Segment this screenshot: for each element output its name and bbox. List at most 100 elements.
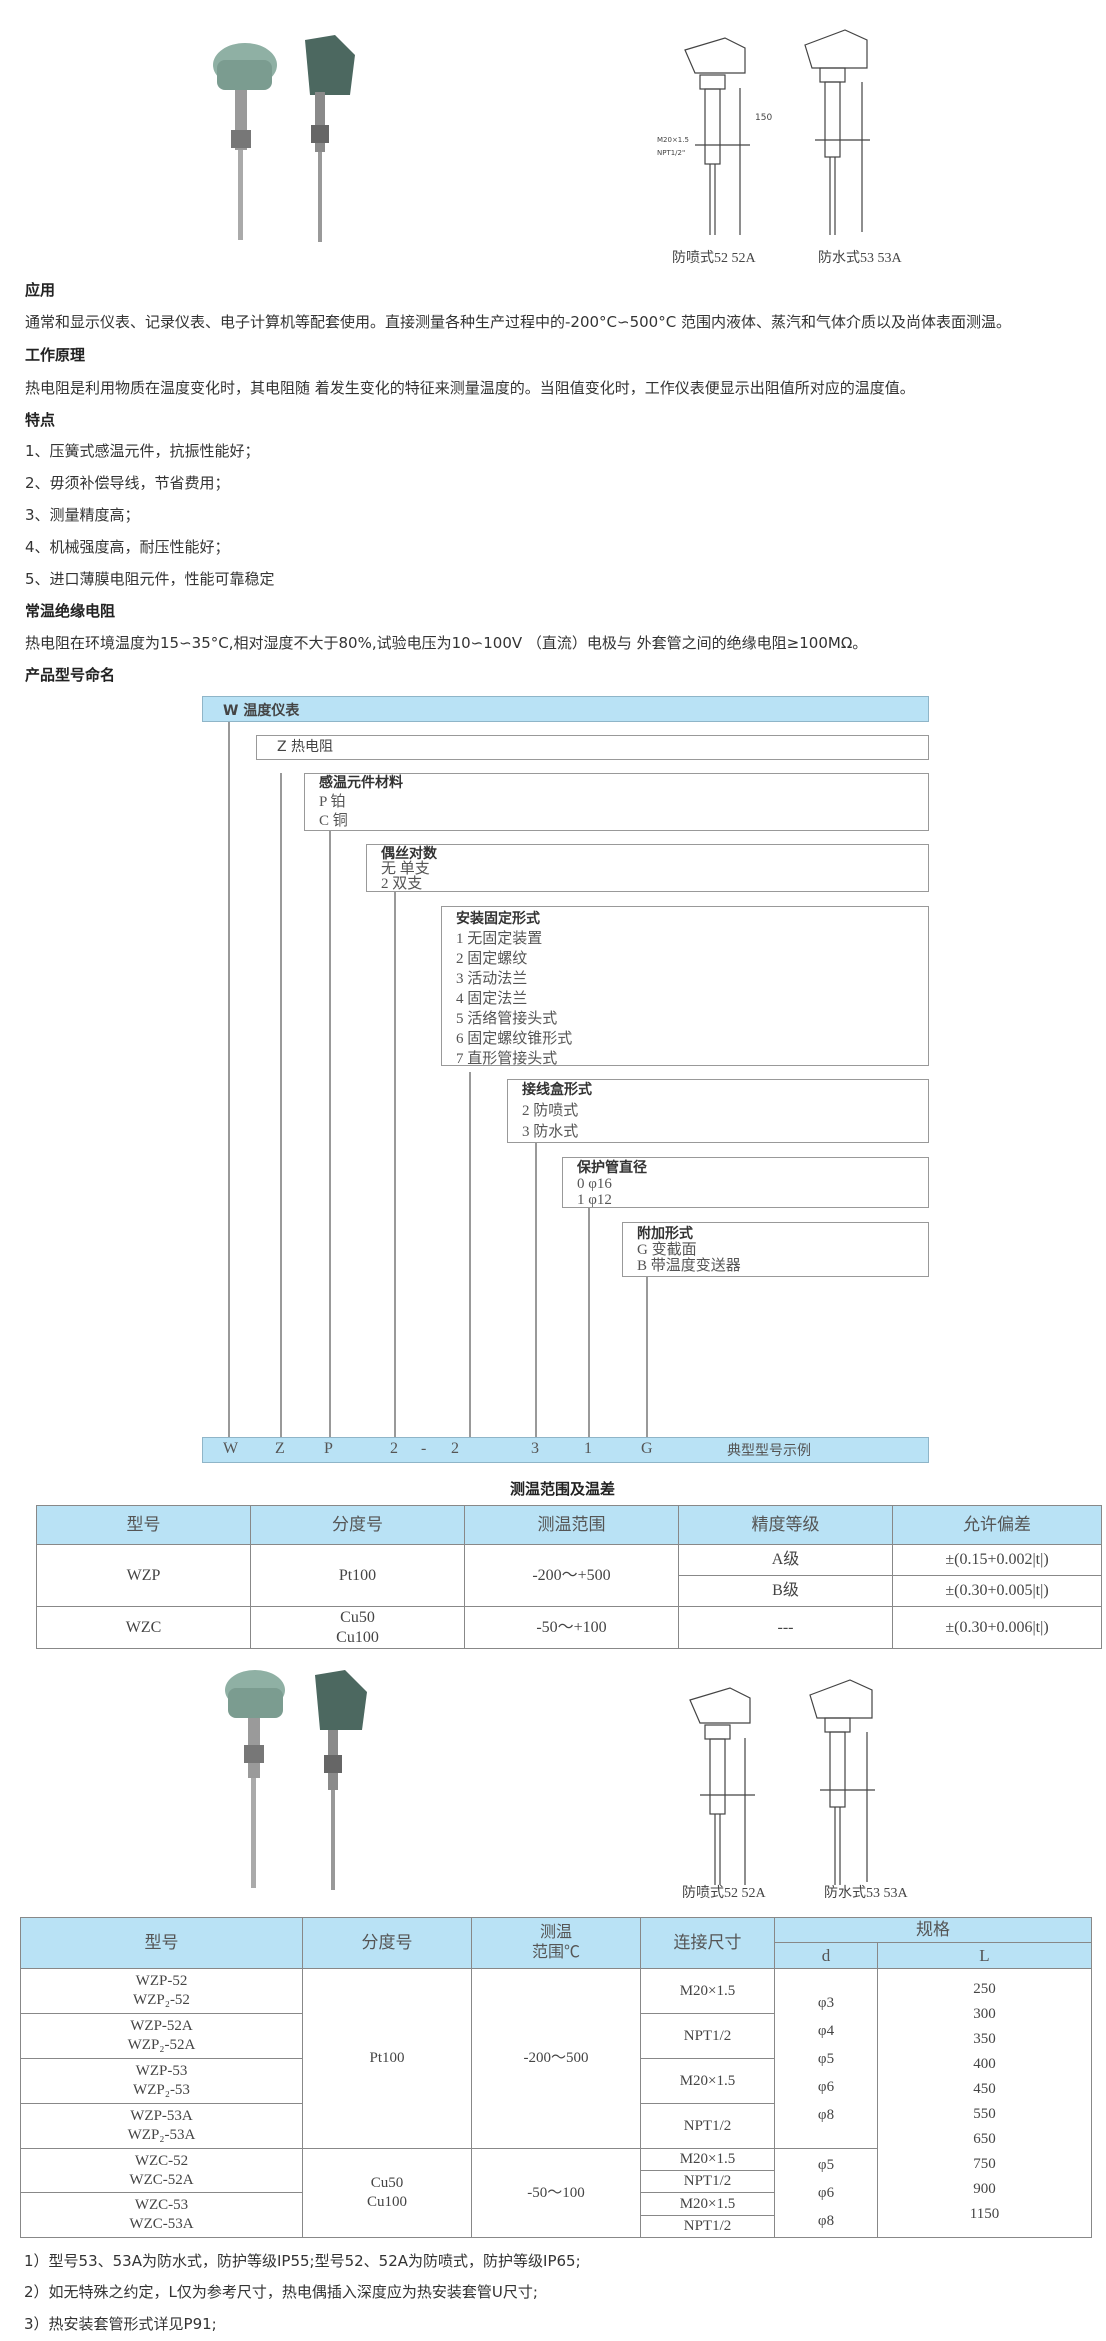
dim-150-label: 150 (755, 113, 772, 123)
d-value: φ8 (817, 2106, 835, 2123)
caption-spray-2: 防喷式52 52A (682, 1886, 766, 1901)
model: WZP₂-52A (127, 2037, 196, 2053)
L-value: 900 (973, 2181, 996, 2197)
feature-item: 4、机械强度高，耐压性能好； (25, 538, 230, 556)
d-value: φ5 (817, 2157, 835, 2173)
col-header: 连接尺寸 (640, 1917, 775, 1969)
model: WZP₂-52 (133, 1992, 190, 2008)
box-title: 感温元件材料 (319, 775, 403, 791)
connector-line (329, 831, 331, 1437)
box-item: G 变截面 (637, 1242, 697, 1258)
note-item: 3）热安装套管形式详见P91; (24, 2315, 217, 2333)
cell-tolerance: ±(0.30+0.005|t|) (892, 1575, 1102, 1607)
dim-thread-label: M20×1.5 (657, 136, 689, 144)
model: WZC-53 (134, 2197, 189, 2214)
d-value: φ6 (817, 2185, 835, 2201)
table1-title: 测温范围及温差 (510, 1480, 616, 1498)
cell-conn: M20×1.5 (640, 2192, 775, 2216)
col-header: 型号 (36, 1505, 251, 1545)
d-value: φ4 (817, 2022, 835, 2039)
cell-range: -50～+100 (464, 1606, 679, 1649)
example-code: 2 (390, 1440, 398, 1457)
box-title: 接线盒形式 (522, 1082, 592, 1098)
connector-line (535, 1143, 537, 1437)
caption-water: 防水式53 53A (818, 251, 902, 266)
model: WZP-52A (130, 2018, 193, 2035)
cell-conn: M20×1.5 (640, 1968, 775, 2014)
col-header: 型号 (20, 1917, 303, 1969)
index-value: Cu50 (340, 1608, 375, 1626)
box-item: 7 直形管接头式 (456, 1051, 558, 1067)
box-title: 安装固定形式 (456, 911, 540, 927)
index-value: Cu100 (366, 2194, 407, 2210)
L-value: 750 (973, 2156, 996, 2172)
col-header: 测温范围 (464, 1505, 679, 1545)
box-item: C 铜 (319, 813, 348, 829)
caption-spray: 防喷式52 52A (672, 251, 756, 266)
L-value: 350 (973, 2031, 996, 2047)
L-value: 1150 (969, 2206, 1000, 2222)
header-line: 测温 (539, 1924, 572, 1941)
diagram-z-box: Z 热电阻 (256, 735, 929, 760)
d-value: φ6 (817, 2078, 835, 2095)
example-code: G (641, 1440, 653, 1457)
dim-npt-label: NPT1/2" (657, 149, 685, 157)
dimension-drawings-2 (689, 1679, 875, 1885)
cell-conn: NPT1/2 (640, 2215, 775, 2238)
heading-principle: 工作原理 (25, 346, 86, 364)
cell-range: -200～+500 (464, 1544, 679, 1607)
box-item: 1 φ12 (577, 1192, 612, 1208)
application-text: 通常和显示仪表、记录仪表、电子计算机等配套使用。直接测量各种生产过程中的-200… (25, 313, 1011, 331)
example-label: 典型型号示例 (727, 1443, 811, 1459)
cell-conn: NPT1/2 (640, 2170, 775, 2193)
box-item: 3 活动法兰 (456, 971, 528, 987)
example-code: - (421, 1440, 427, 1457)
col-header: 规格 (774, 1917, 1092, 1943)
insulation-text: 热电阻在环境温度为15∽35°C,相对湿度不大于80%,试验电压为10∽100V… (25, 634, 868, 652)
d-value: φ8 (817, 2213, 835, 2229)
heading-naming: 产品型号命名 (25, 666, 116, 684)
connector-line (646, 1277, 648, 1437)
col-header: 分度号 (302, 1917, 472, 1969)
note-item: 2）如无特殊之约定，L仅为参考尺寸，热电偶插入深度应为热安装套管U尺寸; (24, 2283, 538, 2301)
col-header: d (774, 1942, 878, 1969)
box-item: 6 固定螺纹锥形式 (456, 1031, 573, 1047)
box-item: 2 双支 (381, 876, 423, 892)
dimension-drawings-1: 150 M20×1.5 NPT1/2" (657, 29, 870, 235)
d-value: φ5 (817, 2050, 835, 2067)
d-value: φ3 (817, 1994, 835, 2011)
example-code: 2 (451, 1440, 459, 1457)
cell-conn: M20×1.5 (640, 2148, 775, 2171)
cell-model: WZP (36, 1544, 251, 1607)
box-item: 2 防喷式 (522, 1103, 579, 1119)
col-header: 分度号 (250, 1505, 465, 1545)
cell-grade: A级 (678, 1544, 893, 1576)
L-value: 400 (973, 2056, 996, 2072)
example-code: P (324, 1440, 333, 1457)
col-header: L (877, 1942, 1092, 1969)
heading-application: 应用 (25, 281, 56, 299)
box-item: 2 固定螺纹 (456, 951, 528, 967)
model: WZP-53 (135, 2063, 188, 2080)
connector-line (588, 1208, 590, 1437)
L-value: 550 (973, 2106, 996, 2122)
model: WZP₂-53A (127, 2127, 196, 2143)
box-item: B 带温度变送器 (637, 1258, 741, 1274)
heading-insulation: 常温绝缘电阻 (25, 602, 116, 620)
index-value: Cu50 (370, 2175, 404, 2192)
model: WZC-52 (134, 2152, 189, 2169)
feature-item: 1、压簧式感温元件，抗振性能好； (25, 442, 260, 460)
diagram-material-box: 感温元件材料 P 铂 C 铜 (304, 773, 929, 831)
box-item: P 铂 (319, 794, 346, 810)
cell-tolerance: ±(0.30+0.006|t|) (892, 1606, 1102, 1649)
model: WZP₂-53 (133, 2082, 190, 2098)
header-line: 范围℃ (531, 1944, 580, 1961)
diagram-top-bar: W 温度仪表 (202, 696, 929, 722)
